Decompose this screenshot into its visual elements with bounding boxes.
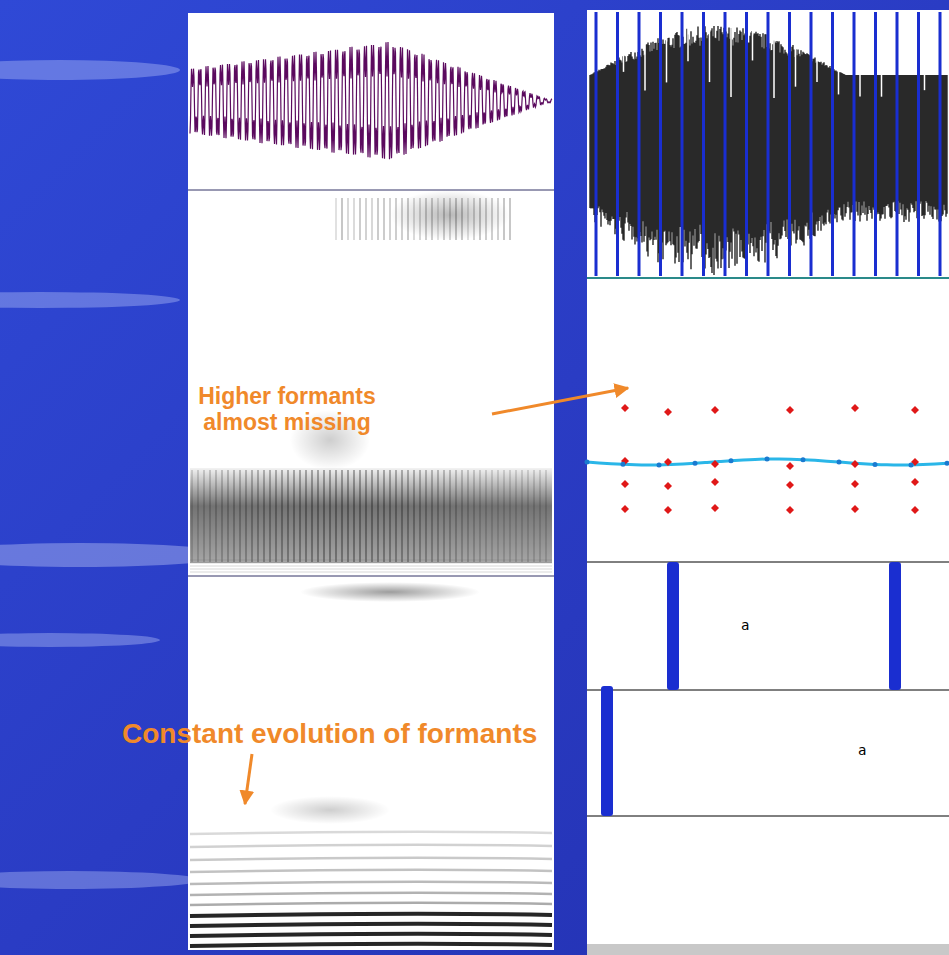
narrowband-spectrogram — [190, 582, 552, 946]
tier-label: a — [858, 743, 866, 757]
callout-text: Constant evolution of formants — [122, 718, 537, 750]
formant-track — [585, 404, 949, 514]
scrollbar — [587, 944, 949, 955]
wideband-spectrogram — [190, 190, 552, 572]
left-panel — [188, 13, 554, 950]
waveform-pitchmarks — [590, 12, 947, 276]
right-panel — [587, 10, 949, 945]
callout-text: Higher formants almost missing — [192, 383, 382, 436]
tier-boundaries — [601, 562, 901, 816]
leader-arrow — [245, 754, 252, 804]
leader-arrow — [492, 388, 628, 414]
tier-label: a — [741, 618, 749, 632]
waveform — [190, 42, 552, 159]
